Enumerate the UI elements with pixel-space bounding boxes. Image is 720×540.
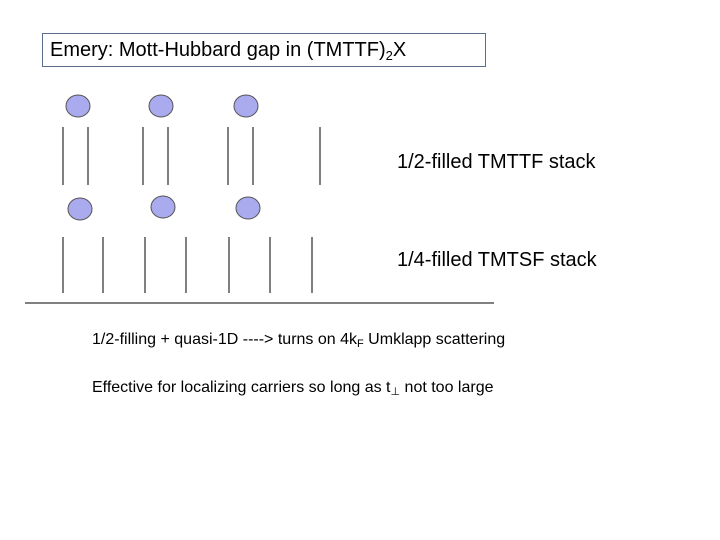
tmttf-molecule-1 xyxy=(65,94,91,118)
umklapp-note-text: 1/2-filling + quasi-1D ----> turns on 4k xyxy=(92,331,357,348)
localization-note-subscript: ⊥ xyxy=(390,386,401,398)
umklapp-note: 1/2-filling + quasi-1D ----> turns on 4k… xyxy=(92,330,505,350)
tmtsf-stack-label: 1/4-filled TMTSF stack xyxy=(397,249,597,271)
umklapp-note-subscript: F xyxy=(357,338,364,350)
localization-note-text: Effective for localizing carriers so lon… xyxy=(92,379,391,396)
umklapp-note-suffix: Umklapp scattering xyxy=(363,331,506,348)
tmtsf-stack-lines xyxy=(62,237,313,293)
title-text: Emery: Mott-Hubbard gap in (TMTTF) xyxy=(50,39,386,61)
tmttf-molecule-2 xyxy=(148,94,174,118)
title-subscript: 2 xyxy=(385,48,393,63)
title-suffix: X xyxy=(392,39,407,61)
tmtsf-molecule-2 xyxy=(150,195,176,219)
tmttf-stack-lines xyxy=(62,127,321,185)
localization-note-suffix: not too large xyxy=(400,379,494,396)
tmttf-molecule-3 xyxy=(233,94,259,118)
tmttf-stack-label: 1/2-filled TMTTF stack xyxy=(397,151,596,173)
title-box: Emery: Mott-Hubbard gap in (TMTTF)2X xyxy=(42,33,486,67)
localization-note: Effective for localizing carriers so lon… xyxy=(92,378,494,398)
tmtsf-molecule-1 xyxy=(67,197,93,221)
tmtsf-molecule-3 xyxy=(235,196,261,220)
